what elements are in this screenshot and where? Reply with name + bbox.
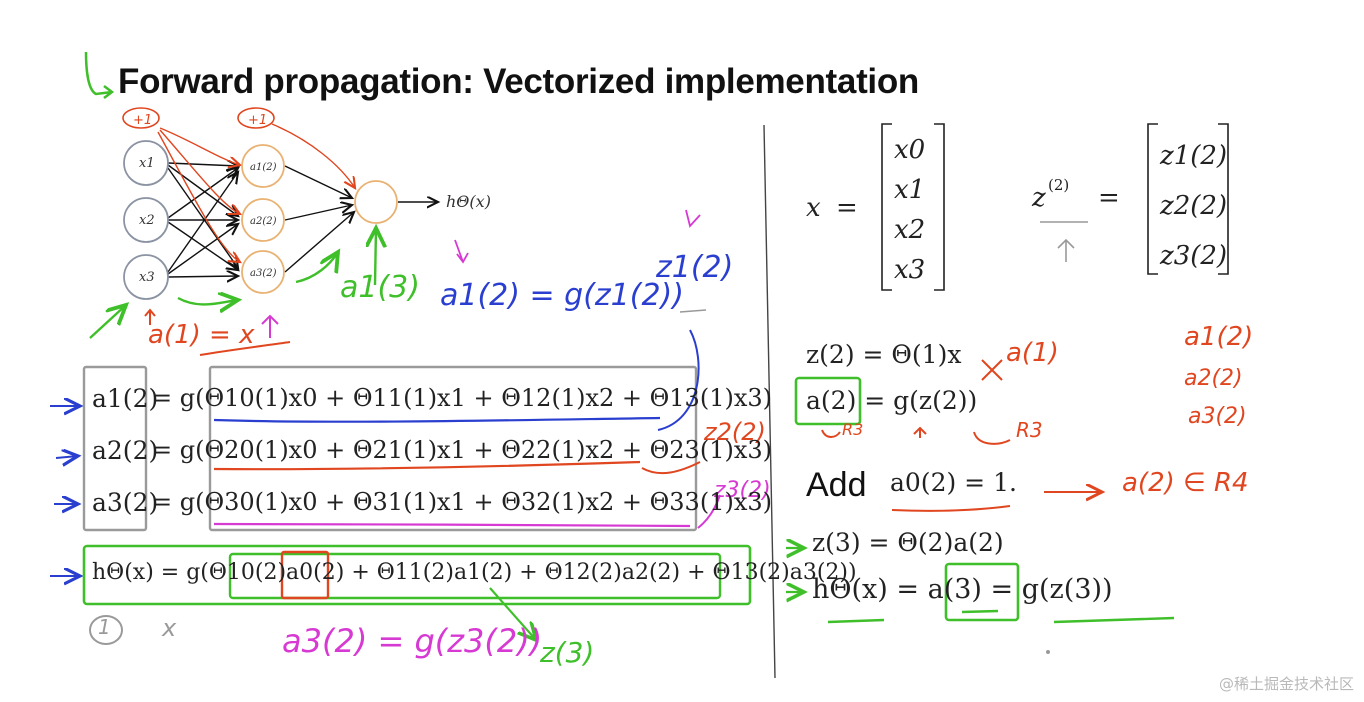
x-vector-0: x0 (894, 135, 925, 165)
svg-text:=: = (1098, 183, 1120, 213)
input-node-x1: x1 (139, 156, 155, 171)
output-eq-outer-box (82, 544, 752, 606)
svg-text:z: z (1031, 183, 1046, 213)
note-a3-1: a1(3) (340, 270, 420, 305)
eq-a2: a(2) = g(z(2)) (806, 386, 978, 415)
note-z1-2: z1(2) (656, 250, 734, 285)
note-a-equals-g-z: a1(2) = g(z1(2)) (440, 278, 684, 313)
eq-z3: z(3) = Θ(2)a(2) (812, 528, 1004, 557)
eq-output: hΘ(x) = g(Θ10(2)a0(2) + Θ11(2)a1(2) + Θ1… (92, 560, 857, 585)
input-node-x3: x3 (139, 270, 155, 285)
note-a1-equals-x: a(1) = x (148, 320, 255, 350)
add-text: Add (806, 466, 867, 504)
note-z3-2: z3(2) (714, 478, 771, 503)
note-bias-x: x (162, 614, 177, 642)
bias-label-2: +1 (248, 113, 267, 128)
input-node-x2: x2 (139, 213, 155, 228)
eq-rhs-3: = g(Θ30(1)x0 + Θ31(1)x1 + Θ32(1)x2 + Θ33… (152, 488, 772, 516)
eq-rhs-2: = g(Θ20(1)x0 + Θ21(1)x1 + Θ22(1)x2 + Θ23… (152, 436, 772, 464)
eq-lhs-a1: a1(2) (92, 384, 159, 413)
input-layer: x1 x2 x3 (123, 140, 169, 300)
eq-h-output: hΘ(x) = a(3) = g(z(3)) (812, 574, 1113, 605)
lhs-gray-box (82, 365, 148, 532)
eq-z2: z(2) = Θ(1)x (806, 340, 962, 369)
x-vector-2: x2 (894, 215, 925, 245)
eq-lhs-a3: a3(2) (92, 488, 159, 517)
hidden-node-a2: a2(2) (250, 216, 277, 227)
hidden-node-a1: a1(2) (250, 162, 277, 173)
z-vector: z (2) = z1(2) z2(2) z3(2) (1031, 123, 1229, 275)
bias-red-box (280, 550, 330, 600)
x-vector: x = x0 x1 x2 x3 (806, 123, 945, 291)
hidden-node-a3: a3(2) (250, 268, 277, 279)
note-bias-one: 1 (98, 615, 111, 639)
output-eq-inner-box (228, 552, 722, 600)
note-a2-in-r4: a(2) ∈ R4 (1122, 468, 1249, 498)
slide-divider (763, 124, 776, 679)
x-vector-3: x3 (894, 255, 925, 285)
eq-add-bias: a0(2) = 1. (890, 468, 1017, 497)
z-vector-2: z3(2) (1159, 241, 1227, 271)
note-z2-2: z2(2) (704, 418, 766, 446)
eq-rhs-1: = g(Θ10(1)x0 + Θ11(1)x1 + Θ12(1)x2 + Θ13… (152, 384, 772, 412)
note-z3: z(3) (540, 636, 595, 669)
x-vector-1: x1 (894, 175, 925, 205)
output-label: hΘ(x) (446, 192, 491, 211)
note-a-list-1: a1(2) (1184, 322, 1254, 352)
slide-title: Forward propagation: Vectorized implemen… (118, 62, 920, 101)
svg-text:(2): (2) (1048, 176, 1069, 194)
a3-green-box (944, 562, 1020, 622)
a2-green-box (794, 376, 862, 426)
svg-text:x: x (806, 193, 821, 223)
svg-text:=: = (836, 193, 858, 223)
neural-network-diagram: x1 x2 x3 a1(2) a2(2) a3(2) hΘ(x) +1 +1 (122, 107, 491, 300)
rhs-gray-box (208, 365, 698, 532)
z-vector-1: z2(2) (1159, 191, 1227, 221)
watermark: @稀土掘金技术社区 (1218, 675, 1354, 693)
eq-lhs-a2: a2(2) (92, 436, 159, 465)
title-green-arrow (84, 51, 115, 99)
note-a-list-3: a3(2) (1188, 404, 1247, 429)
note-a1-red: a(1) (1006, 338, 1059, 368)
hidden-layer: a1(2) a2(2) a3(2) (241, 144, 285, 294)
bias-label-1: +1 (133, 113, 152, 128)
note-r3-a: R3 (842, 420, 864, 439)
note-a-list-2: a2(2) (1184, 366, 1243, 391)
note-a3-equals-g-z3: a3(2) = g(z3(2)) (282, 622, 543, 660)
note-r3-b: R3 (1016, 418, 1043, 442)
output-node (354, 180, 398, 224)
z-vector-0: z1(2) (1159, 141, 1227, 171)
